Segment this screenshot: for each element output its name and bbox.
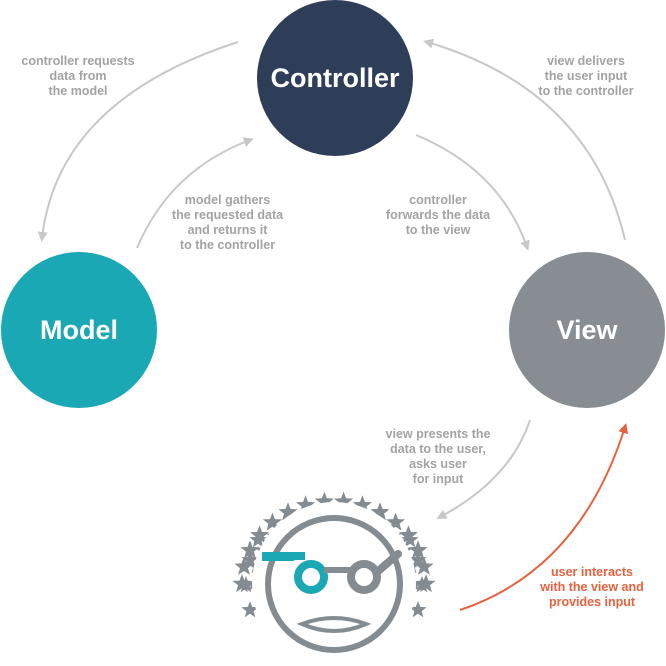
arrow-view-to-user <box>436 419 531 519</box>
model-label: Model <box>40 314 118 345</box>
controller-label: Controller <box>270 62 400 93</box>
star-icon <box>262 512 282 531</box>
note-line: with the view and <box>540 580 644 594</box>
arrow-model-to-controller <box>136 137 254 249</box>
note-line: model gathers <box>184 193 271 207</box>
user-face-icon <box>232 491 436 666</box>
note-user-interacts: user interacts with the view and provide… <box>528 565 656 610</box>
note-line: the requested data <box>171 208 284 222</box>
note-line: view presents the <box>385 427 491 441</box>
note-line: to the view <box>405 223 471 237</box>
note-line: forwards the data <box>385 208 491 222</box>
note-line: for input <box>412 472 464 486</box>
star-icon <box>398 525 418 544</box>
note-line: to the controller <box>538 84 634 98</box>
note-line: data from <box>49 69 107 83</box>
note-view-delivers: view delivers the user input to the cont… <box>521 54 651 99</box>
star-icon <box>241 601 259 618</box>
note-view-presents: view presents the data to the user, asks… <box>374 427 502 487</box>
star-icon <box>352 495 372 514</box>
note-line: view delivers <box>547 54 625 68</box>
star-icon <box>237 576 255 593</box>
star-icon <box>249 531 267 548</box>
mouth-icon <box>296 616 372 633</box>
note-line: data to the user, <box>390 442 486 456</box>
note-model-gathers: model gathers the requested data and ret… <box>160 193 295 253</box>
star-icon <box>240 540 260 559</box>
note-line: user interacts <box>551 565 633 579</box>
note-line: and returns it <box>187 223 268 237</box>
note-line: controller requests <box>21 54 135 68</box>
star-icon <box>386 512 406 531</box>
arrow-user-to-view <box>459 423 628 611</box>
arrow-controller-to-view <box>415 134 530 251</box>
view-label: View <box>556 314 618 345</box>
note-line: the model <box>48 84 108 98</box>
note-line: provides input <box>548 595 636 609</box>
note-line: asks user <box>409 457 467 471</box>
star-icon <box>414 556 434 575</box>
note-line: controller <box>409 193 467 207</box>
star-icon <box>401 531 419 548</box>
star-icon <box>409 551 427 568</box>
star-icon <box>334 491 354 510</box>
glasses-icon <box>262 550 402 594</box>
note-line: to the controller <box>179 238 276 252</box>
model-node: Model <box>1 252 157 408</box>
arrow-view-to-controller <box>423 38 626 241</box>
star-icon <box>408 540 428 559</box>
star-icon <box>241 551 259 568</box>
star-icon <box>234 556 254 575</box>
star-icon <box>296 495 316 514</box>
view-node: View <box>509 252 665 408</box>
note-line: the user input <box>544 69 628 83</box>
star-icon <box>314 491 334 510</box>
note-controller-forwards: controller forwards the data to the view <box>374 193 502 238</box>
star-icon <box>409 601 427 618</box>
star-icon <box>250 525 270 544</box>
controller-node: Controller <box>257 0 413 156</box>
note-controller-requests: controller requests data from the model <box>10 54 146 99</box>
arrow-controller-to-model <box>37 41 239 242</box>
star-icon <box>370 502 390 521</box>
star-icon <box>278 502 298 521</box>
star-icon <box>413 576 431 593</box>
